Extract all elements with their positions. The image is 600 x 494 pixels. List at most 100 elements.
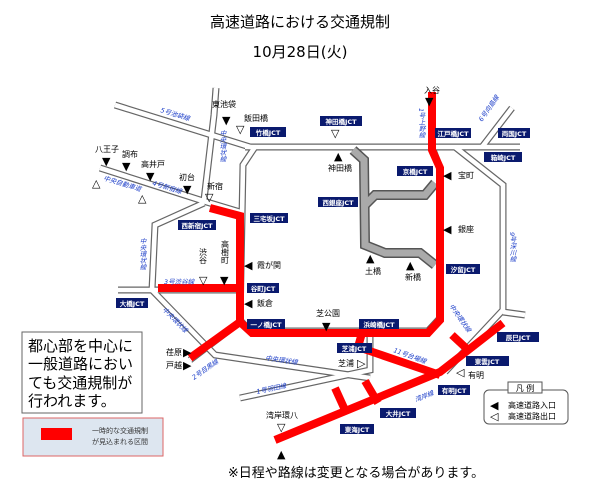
expressway-road [99, 165, 241, 215]
general-road-notice: 都心部を中心に 一般道路におい ても交通規制が 行われます。 [21, 331, 143, 414]
svg-text:浜崎橋JCT: 浜崎橋JCT [363, 320, 395, 329]
jct-oi[interactable]: 大井JCT [380, 408, 416, 418]
svg-text:芝浦JCT: 芝浦JCT [342, 344, 367, 353]
svg-text:行われます。: 行われます。 [28, 392, 116, 410]
junction-labels: 竹橋JCT 神田橋JCT 江戸橋JCT 両国JCT 箱崎JCT 京橋JCT 西銀… [116, 116, 539, 434]
place-kandabashi: 神田橋 [328, 163, 352, 173]
place-iidabashi: 飯田橋 [244, 113, 268, 123]
jct-tatsumi[interactable]: 辰巳JCT [497, 332, 539, 342]
jct-ariake[interactable]: 有明JCT [438, 385, 470, 395]
place-shinbashi: 新橋 [405, 272, 421, 282]
svg-text:大橋JCT: 大橋JCT [120, 299, 145, 308]
place-takagicho: 高樹町 [221, 239, 230, 264]
place-ginza: 銀座 [458, 224, 474, 234]
svg-text:汐留JCT: 汐留JCT [451, 265, 476, 274]
entrance-icon: ▼ [425, 95, 434, 108]
jct-tokai[interactable]: 東海JCT [340, 424, 374, 434]
svg-text:西新宿JCT: 西新宿JCT [181, 221, 213, 230]
jct-miyakezaka[interactable]: 三宅坂JCT [250, 213, 288, 223]
jct-kyobashi[interactable]: 京橋JCT [397, 166, 433, 176]
jct-nishiginza[interactable]: 西銀座JCT [318, 197, 358, 207]
place-kasumigaseki: 霞が関 [257, 260, 281, 270]
exit-icon: ▽ [331, 127, 340, 140]
exit-icon: ▽ [236, 123, 245, 136]
legend-exit: 高速道路出口 [508, 411, 556, 421]
entrance-icon: ◀ [244, 259, 253, 272]
route-9-fukagawa: 9号深川線 [508, 232, 516, 262]
route-c2-north: 中央環状線 [218, 130, 226, 163]
svg-text:東雲JCT: 東雲JCT [475, 357, 500, 366]
jct-tanimachi[interactable]: 谷町JCT [247, 283, 279, 293]
jct-shiodome[interactable]: 汐留JCT [446, 264, 480, 274]
exit-icon: ◁ [456, 366, 465, 379]
entrance-icon: ▲ [334, 150, 343, 163]
footer-disclaimer: ※日程や路線は変更となる場合があります。 [228, 465, 484, 481]
svg-text:一般道路におい: 一般道路におい [28, 355, 133, 373]
place-wangankanpachi: 湾岸環八 [266, 410, 298, 420]
legend-title: 凡 例 [516, 383, 535, 393]
place-iriya: 入谷 [424, 86, 440, 95]
route-c2-east: 中央環状線 [447, 303, 473, 335]
entrance-icon: ◀ [443, 169, 452, 182]
expressway-road [480, 106, 514, 149]
map-date: 10月28日(火) [253, 43, 348, 61]
jct-hamazakibashi[interactable]: 浜崎橋JCT [359, 319, 399, 329]
entrance-icon: ◀ [244, 297, 253, 310]
place-dobashi: 土橋 [365, 266, 381, 276]
exit-icon: ◁ [490, 410, 499, 423]
place-takaido: 高井戸 [141, 159, 165, 169]
jct-edobashi[interactable]: 江戸橋JCT [435, 128, 471, 138]
svg-text:ても交通規制が: ても交通規制が [28, 374, 132, 392]
svg-text:江戸橋JCT: 江戸橋JCT [437, 129, 469, 138]
map-title: 高速道路における交通規制 [210, 13, 390, 31]
map-legend: 凡 例 ◀ 高速道路入口 ◁ 高速道路出口 [483, 381, 569, 425]
place-ebara: 荏原 [166, 348, 182, 357]
entrance-icon: ▶ [183, 346, 192, 359]
entrance-icon: ▶ [183, 359, 192, 372]
jct-ryogoku[interactable]: 両国JCT [498, 128, 530, 138]
jct-shibaura[interactable]: 芝浦JCT [337, 343, 372, 353]
yaesu-route [349, 146, 439, 269]
svg-text:両国JCT: 両国JCT [502, 129, 527, 138]
route-6-mukojima: 6号向島線 [477, 93, 502, 124]
svg-text:三宅坂JCT: 三宅坂JCT [253, 214, 285, 223]
expressway-road [502, 309, 526, 318]
ramps: 入谷 ▼ 東池袋 ▼ 飯田橋 ▽ ▽ ▲ 神田橋 ◀ 宝町 ◀ 銀座 ▲ 土橋 … [92, 86, 484, 461]
entrance-icon: ▼ [222, 114, 231, 127]
entrance-icon: ▼ [146, 170, 155, 183]
expressway-road [114, 102, 251, 150]
restriction-legend: 一時的な交通規制 が見込まれる区間 [22, 417, 164, 457]
jct-kandabashi[interactable]: 神田橋JCT [320, 116, 362, 126]
svg-text:京橋JCT: 京橋JCT [403, 167, 428, 176]
entrance-icon: ▼ [122, 160, 131, 173]
entrance-icon: ◀ [443, 223, 452, 236]
jct-nishishinjuku[interactable]: 西新宿JCT [178, 220, 216, 230]
svg-text:谷町JCT: 谷町JCT [251, 284, 276, 293]
jct-hakozaki[interactable]: 箱崎JCT [484, 152, 522, 162]
entrance-icon: ▲ [366, 252, 375, 265]
expressway-road [201, 87, 219, 201]
place-chofu: 調布 [122, 149, 138, 159]
entrance-icon: ▲ [406, 259, 415, 272]
legend-entrance: 高速道路入口 [508, 400, 556, 410]
jct-ohashi[interactable]: 大橋JCT [116, 298, 148, 308]
place-togoshi: 戸越 [166, 360, 182, 370]
route-2-meguro: 2号目黒線 [191, 357, 222, 382]
jct-ichinohashi[interactable]: 一ノ橋JCT [247, 319, 285, 329]
svg-text:竹橋JCT: 竹橋JCT [255, 128, 281, 137]
exit-icon: △ [92, 177, 101, 190]
place-shibakoen: 芝公園 [316, 308, 340, 318]
entrance-icon: ▼ [183, 183, 192, 196]
jct-shinonome[interactable]: 東雲JCT [466, 356, 509, 366]
exit-icon: ▷ [357, 357, 366, 370]
svg-text:一ノ橋JCT: 一ノ橋JCT [250, 320, 282, 329]
jct-takebashi[interactable]: 竹橋JCT [250, 127, 286, 137]
place-shibuya: 渋谷 [199, 247, 208, 265]
svg-text:大井JCT: 大井JCT [386, 409, 411, 418]
svg-text:神田橋JCT: 神田橋JCT [325, 117, 357, 126]
place-hachioji: 八王子 [95, 145, 119, 154]
svg-text:有明JCT: 有明JCT [442, 386, 467, 395]
route-1-ueno: 1号上野線 [417, 108, 425, 138]
entrance-icon: ◀ [490, 399, 499, 412]
